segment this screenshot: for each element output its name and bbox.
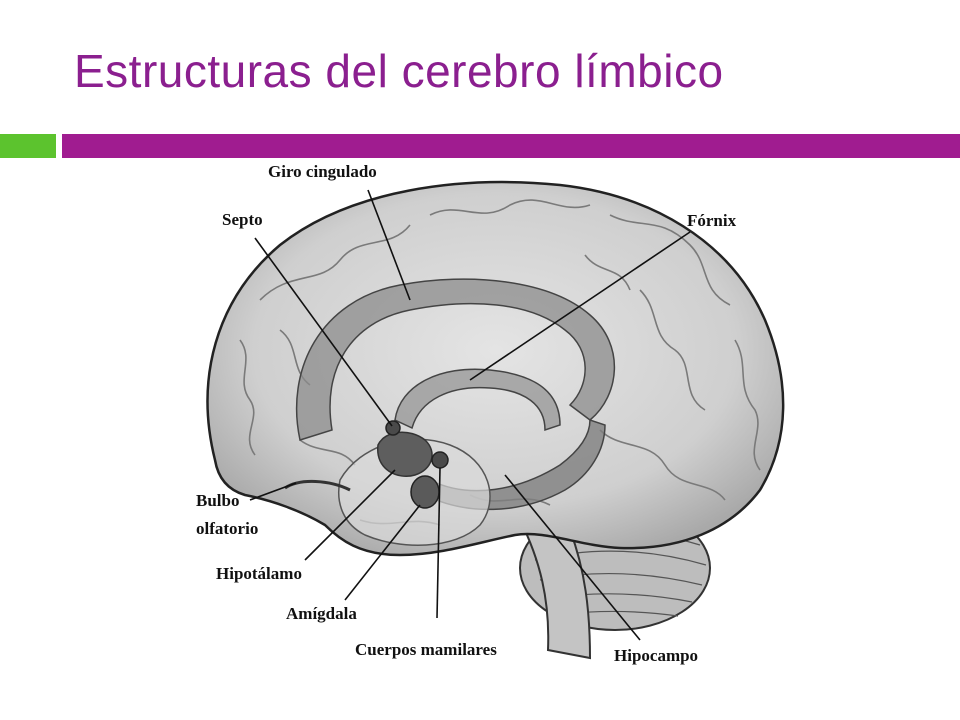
- brain-icon: [206, 180, 785, 660]
- cingulate-gyrus: [295, 278, 616, 441]
- septum: [385, 420, 401, 436]
- label-bulbo: Bulbo: [196, 491, 239, 510]
- leader-lines: [249, 189, 691, 641]
- label-hipotalamo: Hipotálamo: [216, 564, 302, 583]
- label-olfatorio: olfatorio: [196, 519, 258, 538]
- label-fornix: Fórnix: [687, 211, 737, 230]
- fornix: [394, 368, 561, 432]
- label-hipocampo: Hipocampo: [614, 646, 698, 665]
- slide-title: Estructuras del cerebro límbico: [74, 45, 724, 97]
- label-septo: Septo: [222, 210, 263, 229]
- hypothalamus: [377, 431, 433, 477]
- mammillary-body: [431, 451, 449, 469]
- amygdala: [410, 475, 440, 509]
- accent-bar-purple: [62, 134, 960, 158]
- accent-bar-green: [0, 134, 56, 158]
- brainstem: [518, 518, 592, 660]
- label-cuerpos-mamilares: Cuerpos mamilares: [355, 640, 497, 659]
- label-giro-cingulado: Giro cingulado: [268, 162, 377, 181]
- label-amigdala: Amígdala: [286, 604, 357, 623]
- hippocampus: [424, 418, 606, 511]
